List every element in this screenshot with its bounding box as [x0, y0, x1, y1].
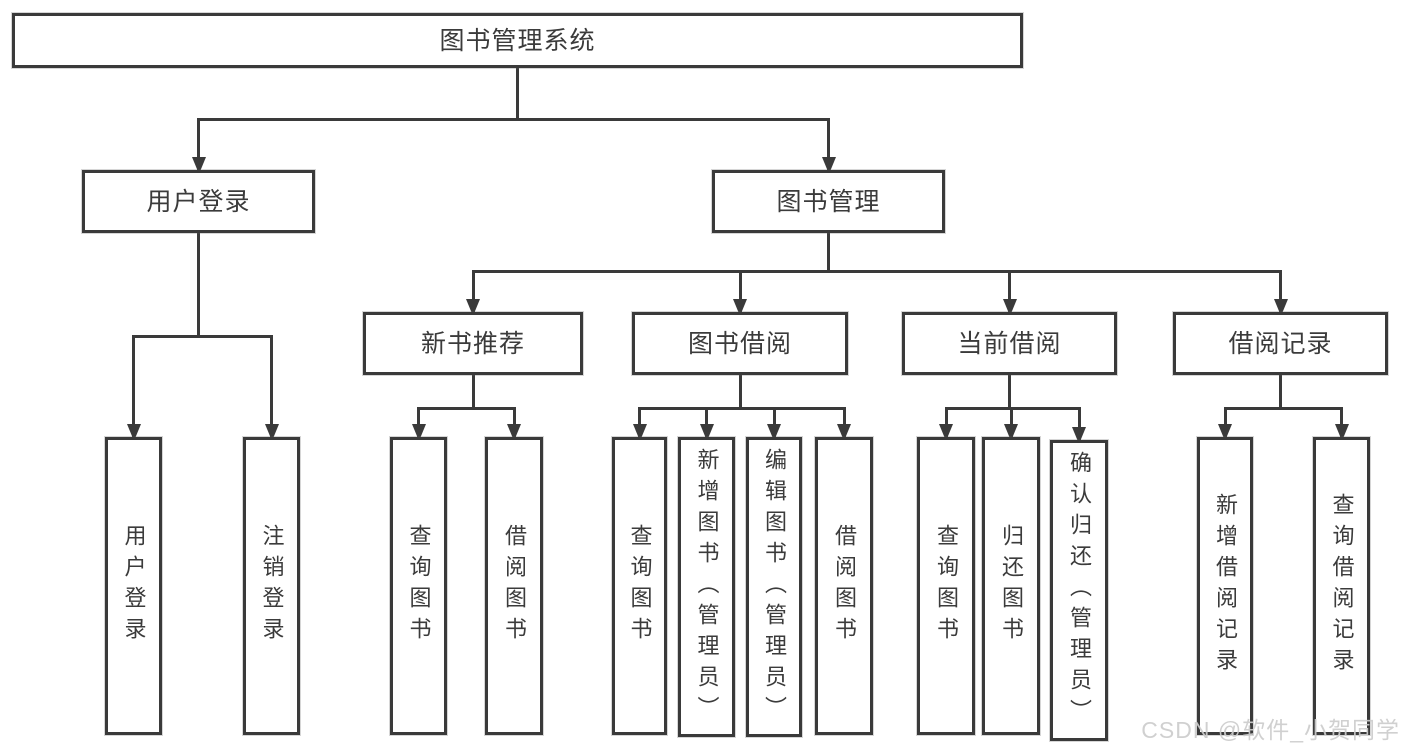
node-leaf-edit-books: 编辑图书（管理员）	[746, 437, 802, 737]
node-system-root: 图书管理系统	[12, 13, 1023, 68]
connector-line	[738, 374, 742, 410]
connector-line	[270, 335, 273, 439]
node-leaf-query-record: 查询借阅记录	[1313, 437, 1370, 735]
arrowhead-down-icon	[264, 424, 279, 441]
connector-line	[705, 407, 708, 439]
arrowhead-down-icon	[1004, 424, 1018, 441]
connector-line	[471, 374, 475, 410]
node-label-user-login: 用户登录	[146, 187, 251, 216]
watermark: CSDN @软件_小贺同学	[1141, 717, 1400, 743]
connector-line	[417, 407, 516, 410]
node-borrow-records: 借阅记录	[1173, 312, 1388, 375]
connector-line	[772, 407, 776, 439]
node-label-leaf-query-record: 查询借阅记录	[1329, 493, 1355, 679]
node-leaf-confirm-return: 确认归还（管理员）	[1050, 440, 1108, 741]
node-leaf-logout: 注销登录	[243, 437, 300, 735]
connector-line	[1009, 407, 1013, 439]
connector-line	[197, 118, 830, 121]
arrowhead-down-icon	[733, 299, 747, 316]
arrowhead-down-icon	[939, 424, 953, 441]
node-leaf-user-login: 用户登录	[105, 437, 162, 735]
node-label-book-borrow: 图书借阅	[687, 329, 792, 358]
node-label-leaf-query-books-2: 查询图书	[627, 524, 653, 648]
connector-line	[512, 407, 516, 439]
node-label-leaf-return-books: 归还图书	[999, 524, 1024, 648]
node-leaf-query-books-3: 查询图书	[917, 437, 975, 735]
connector-line	[132, 335, 135, 439]
node-user-login: 用户登录	[82, 170, 315, 233]
connector-line	[197, 232, 200, 338]
connector-line	[471, 270, 1282, 273]
connector-line	[1223, 407, 1343, 410]
arrowhead-down-icon	[699, 424, 714, 441]
connector-line	[944, 407, 1081, 410]
node-leaf-borrow-books-2: 借阅图书	[815, 437, 873, 735]
connector-line	[1077, 407, 1081, 442]
node-leaf-add-books: 新增图书（管理员）	[678, 437, 735, 737]
connector-line	[197, 118, 200, 172]
arrowhead-down-icon	[1218, 424, 1232, 441]
connector-line	[516, 67, 519, 121]
node-label-leaf-logout: 注销登录	[259, 524, 285, 648]
node-leaf-add-record: 新增借阅记录	[1197, 437, 1253, 735]
node-label-new-book-recommend: 新书推荐	[420, 329, 525, 358]
arrowhead-down-icon	[466, 299, 480, 316]
node-label-leaf-query-books-1: 查询图书	[406, 524, 432, 648]
connector-line	[842, 407, 846, 439]
node-label-leaf-user-login: 用户登录	[121, 524, 147, 648]
arrowhead-down-icon	[837, 424, 851, 441]
node-label-book-management: 图书管理	[776, 187, 881, 216]
connector-line	[1340, 407, 1343, 439]
arrowhead-down-icon	[1273, 299, 1288, 316]
connector-line	[638, 407, 641, 439]
connector-line	[638, 407, 846, 410]
connector-line	[1279, 374, 1282, 410]
node-label-leaf-query-books-3: 查询图书	[934, 524, 959, 648]
arrowhead-down-icon	[767, 424, 781, 441]
node-new-book-recommend: 新书推荐	[363, 312, 583, 375]
node-label-system-root: 图书管理系统	[439, 26, 596, 55]
node-leaf-borrow-books-1: 借阅图书	[485, 437, 543, 735]
node-label-current-borrow: 当前借阅	[957, 329, 1062, 358]
node-leaf-query-books-1: 查询图书	[390, 437, 447, 735]
node-leaf-return-books: 归还图书	[982, 437, 1040, 735]
node-book-borrow: 图书借阅	[632, 312, 848, 375]
node-book-management: 图书管理	[712, 170, 945, 233]
connector-line	[471, 270, 475, 314]
arrowhead-down-icon	[507, 424, 521, 441]
connector-line	[1008, 270, 1011, 314]
node-label-borrow-records: 借阅记录	[1228, 329, 1333, 358]
connector-line	[132, 335, 273, 338]
node-label-leaf-confirm-return: 确认归还（管理员）	[1067, 451, 1092, 730]
connector-line	[1008, 374, 1011, 410]
arrowhead-down-icon	[191, 157, 206, 174]
arrowhead-down-icon	[632, 424, 647, 441]
node-label-leaf-add-books: 新增图书（管理员）	[694, 447, 720, 727]
arrowhead-down-icon	[1002, 299, 1017, 316]
connector-line	[738, 270, 742, 314]
node-label-leaf-borrow-books-2: 借阅图书	[832, 524, 857, 648]
connector-line	[1223, 407, 1227, 439]
arrowhead-down-icon	[1072, 427, 1086, 444]
connector-line	[827, 118, 830, 172]
connector-line	[1279, 270, 1282, 314]
node-label-leaf-edit-books: 编辑图书（管理员）	[762, 447, 787, 727]
arrowhead-down-icon	[821, 157, 836, 174]
node-current-borrow: 当前借阅	[902, 312, 1117, 375]
arrowhead-down-icon	[1334, 424, 1349, 441]
connector-line	[827, 232, 830, 273]
arrowhead-down-icon	[126, 424, 141, 441]
arrowhead-down-icon	[411, 424, 426, 441]
node-label-leaf-add-record: 新增借阅记录	[1213, 493, 1238, 679]
connector-line	[417, 407, 420, 439]
node-label-leaf-borrow-books-1: 借阅图书	[502, 524, 527, 648]
connector-line	[944, 407, 948, 439]
node-leaf-query-books-2: 查询图书	[612, 437, 667, 735]
